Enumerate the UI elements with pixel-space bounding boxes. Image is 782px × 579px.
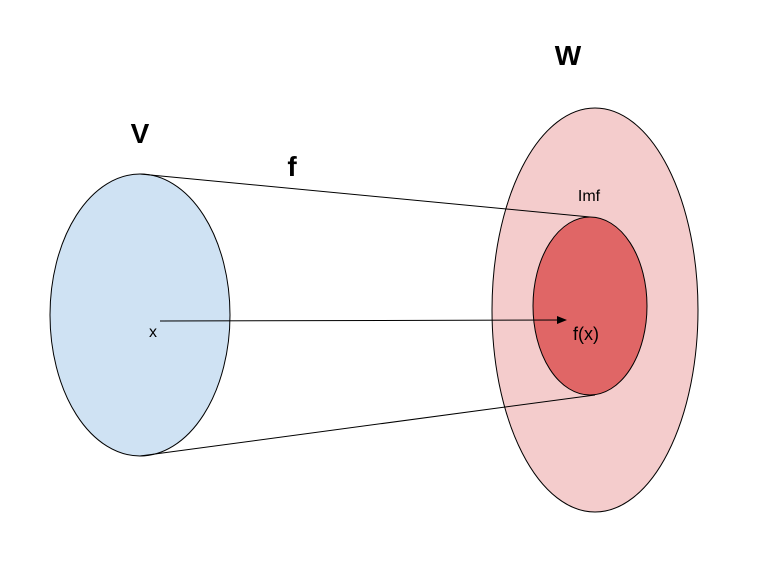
image-imf-ellipse (532, 216, 648, 396)
bottom-mapping-line (139, 394, 596, 457)
element-fx-label: f(x) (573, 324, 599, 344)
codomain-label: W (555, 40, 582, 71)
x-to-fx-arrow (159, 316, 567, 325)
map-label: f (287, 151, 297, 182)
domain-label: V (131, 118, 150, 149)
domain-v-ellipse (49, 173, 231, 457)
element-x-label: x (149, 324, 157, 341)
image-label: Imf (578, 188, 601, 205)
top-mapping-line (139, 173, 591, 218)
